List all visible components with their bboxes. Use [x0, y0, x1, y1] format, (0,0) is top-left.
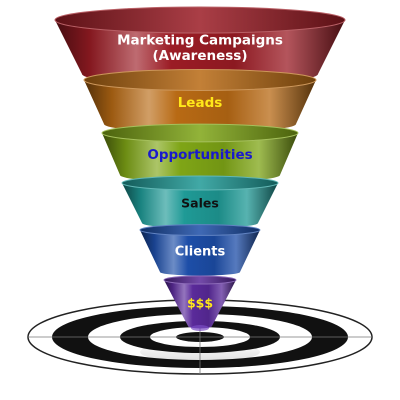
funnel-stage: Sales [121, 175, 279, 229]
funnel-stage-label: (Awareness) [152, 48, 247, 64]
funnel-stage: Leads [83, 69, 317, 133]
funnel-stage-rim [101, 123, 299, 143]
target-reflection [140, 342, 260, 362]
funnel-stage-rim [139, 224, 261, 236]
funnel-stage-rim [54, 6, 346, 34]
funnel-stage-body [140, 230, 260, 276]
funnel-stage-body [55, 20, 345, 85]
funnel-stage-body [164, 280, 236, 329]
funnel-stage-rim [121, 175, 279, 191]
funnel-stage: $$$ [163, 275, 237, 329]
funnel-stage-body [84, 80, 316, 133]
funnel: Marketing Campaigns(Awareness) LeadsOppor… [54, 6, 346, 331]
funnel-stage-rim [83, 69, 317, 91]
funnel-stage-rim [163, 275, 237, 285]
funnel-stage-label: $$$ [187, 295, 213, 310]
funnel-stage: Marketing Campaigns(Awareness) [54, 6, 346, 85]
funnel-stage-body [122, 183, 278, 229]
funnel-stage-label: Sales [181, 195, 219, 210]
funnel-stage-label: Clients [175, 244, 226, 259]
funnel-stage-label: Marketing Campaigns [117, 32, 283, 48]
funnel-stage-label: Opportunities [147, 147, 252, 163]
funnel-stage-body [102, 133, 298, 183]
funnel-stage: Opportunities [101, 123, 299, 183]
funnel-stage-label: Leads [178, 95, 223, 111]
bullseye-target [27, 299, 373, 375]
funnel-tip [191, 325, 209, 331]
funnel-stage: Clients [139, 224, 261, 276]
